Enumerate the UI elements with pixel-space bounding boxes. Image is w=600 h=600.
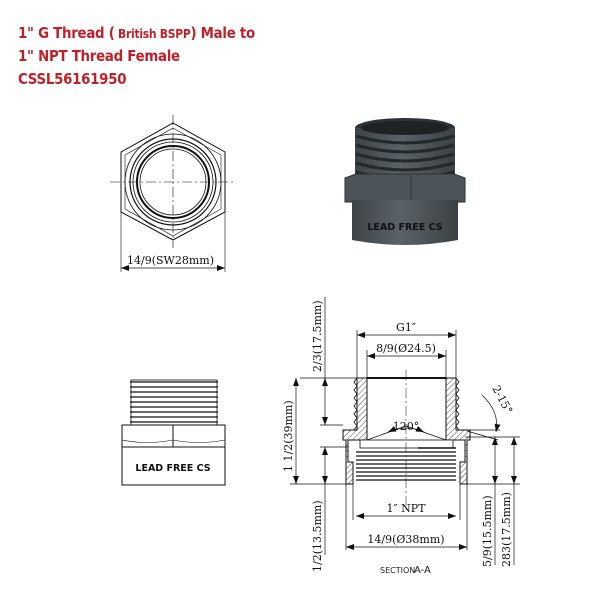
title-text-b: British BSPP xyxy=(114,26,191,41)
section-dimensions xyxy=(290,297,520,565)
render-marking: LEAD FREE CS xyxy=(367,222,442,233)
height-bottom-dim: 1/2(13.5mm) xyxy=(311,500,324,572)
cone-angle-dim: 120° xyxy=(393,420,420,433)
hex-outline xyxy=(120,122,226,241)
top-width-dim: 14/9(SW28mm) xyxy=(127,254,214,267)
section-caption-small: SECTION xyxy=(380,566,415,575)
render-3d-view: LEAD FREE CS xyxy=(344,118,466,245)
side-elevation-view xyxy=(121,379,226,486)
side-marking: LEAD FREE CS xyxy=(135,463,210,474)
top-end-view xyxy=(110,115,236,272)
inner-dia-dim: 8/9(Ø24.5) xyxy=(376,342,436,355)
height-top-dim: 2/3(17.5mm) xyxy=(311,300,324,372)
product-code: CSSL56161950 xyxy=(18,70,127,88)
title-text-c: ) Male to xyxy=(190,24,255,42)
product-title: 1" G Thread ( British BSPP) Male to 1" N… xyxy=(18,22,255,91)
right-dim-2: 283(17.5mm) xyxy=(500,492,513,567)
g1-dim: G1″ xyxy=(396,321,416,334)
title-text-a: 1" G Thread ( xyxy=(18,24,115,42)
right-dim-1: 5/9(15.5mm) xyxy=(481,495,494,567)
section-caption-big: A-A xyxy=(414,565,431,576)
outer-dia-dim: 14/9(Ø38mm) xyxy=(367,533,444,546)
npt-dim: 1″ NPT xyxy=(387,502,427,515)
chamfer-dim: 2-15° xyxy=(489,383,515,416)
section-view xyxy=(342,370,471,510)
title-line-1: 1" G Thread ( British BSPP) Male to xyxy=(18,22,255,45)
title-line-2: 1" NPT Thread Female xyxy=(18,47,180,65)
height-total-dim: 1 1/2(39mm) xyxy=(282,400,295,472)
